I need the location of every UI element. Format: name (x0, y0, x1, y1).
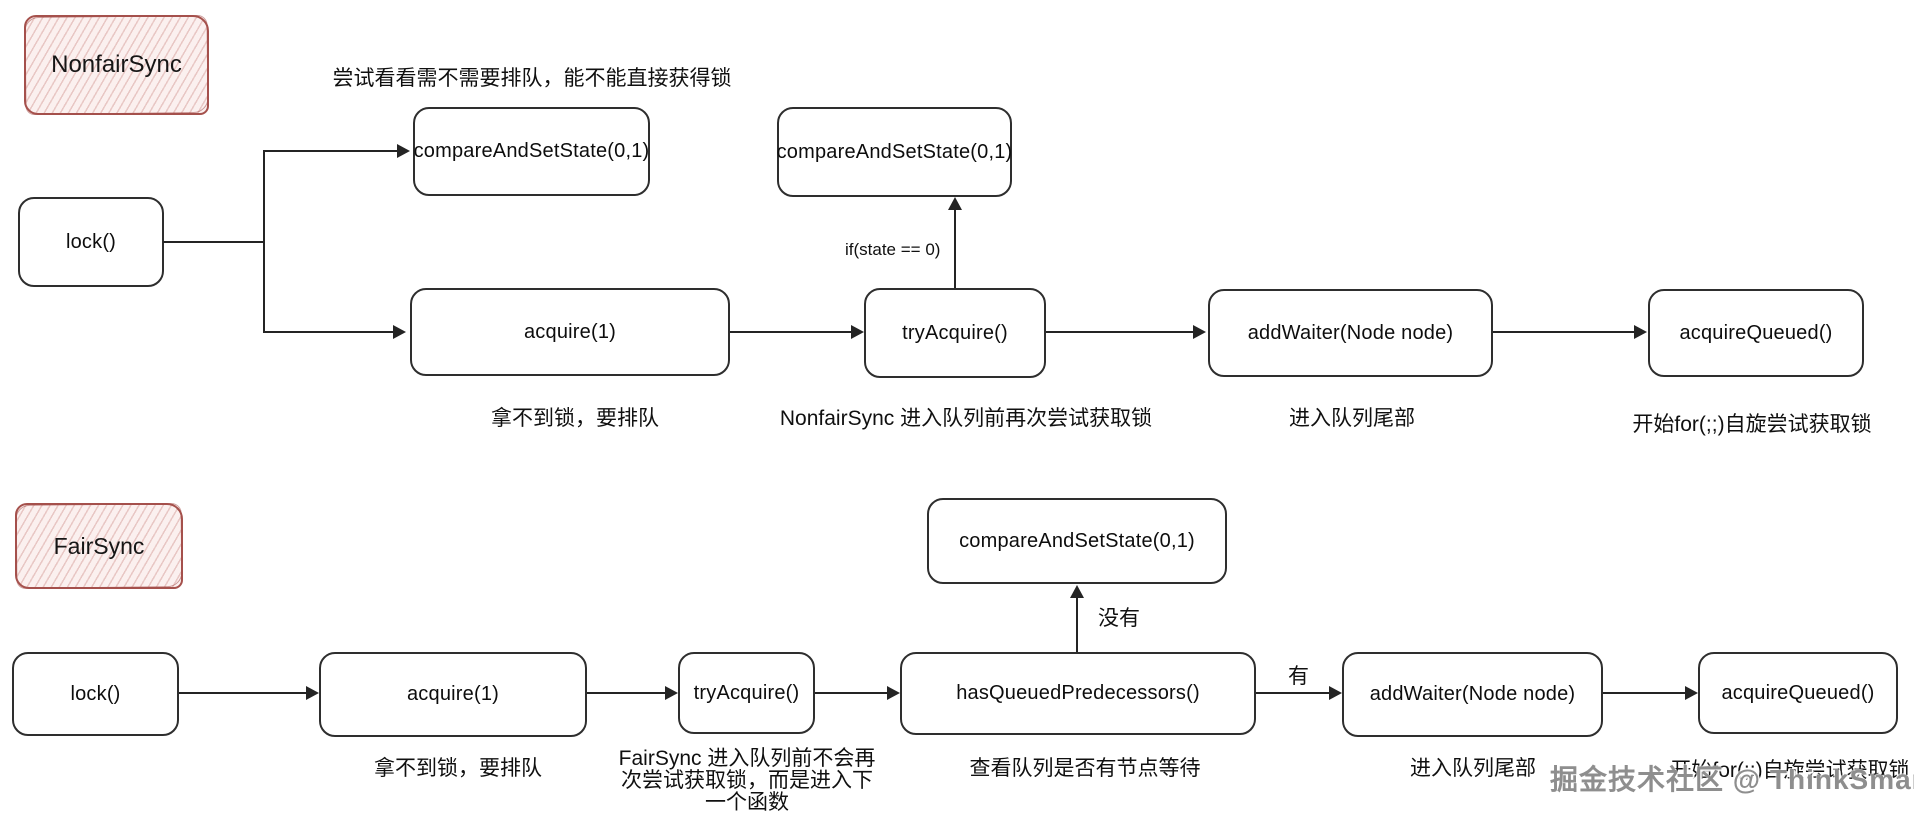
note-fair-tryacquire: FairSync 进入队列前不会再 次尝试获取锁，而是进入下 一个函数 (619, 748, 876, 814)
note-fair-hasqueued: 查看队列是否有节点等待 (969, 757, 1201, 780)
node-nonfair-cas-retry: compareAndSetState(0,1) (777, 107, 1012, 197)
node-fair-acquirequeued: acquireQueued() (1698, 652, 1898, 734)
edge-fair-acquire-tryacquire (587, 692, 665, 694)
node-nonfair-addwaiter: addWaiter(Node node) (1208, 289, 1493, 377)
edge-addwaiter-acquirequeued (1493, 331, 1634, 333)
edge-fair-lock-acquire (179, 692, 306, 694)
arrowhead-fair-acquire-icon (306, 686, 319, 700)
edge-fair-hasqueued-cas (1076, 598, 1078, 652)
edge-fair-addwaiter-acquirequeued (1603, 692, 1685, 694)
note-fair-tryacquire-line1: FairSync 进入队列前不会再 (618, 747, 876, 770)
edge-branch-to-cas (263, 150, 397, 152)
node-nonfair-lock-label: lock() (65, 230, 117, 253)
note-fair-tryacquire-line2: 次尝试获取锁，而是进入下 (621, 769, 873, 792)
edge-label-no: 没有 (1098, 607, 1140, 630)
node-fair-lock-label: lock() (70, 682, 121, 705)
edge-branch-to-acquire (263, 331, 393, 333)
note-fair-tryacquire-line3: 一个函数 (705, 791, 789, 814)
node-nonfair-cas-direct-label: compareAndSetState(0,1) (413, 140, 650, 162)
node-nonfair-addwaiter-label: addWaiter(Node node) (1247, 321, 1454, 344)
node-nonfair-acquirequeued-label: acquireQueued() (1679, 321, 1833, 344)
node-fair-acquirequeued-label: acquireQueued() (1721, 681, 1875, 704)
arrowhead-fair-acquirequeued-icon (1685, 686, 1698, 700)
node-fair-lock: lock() (12, 652, 179, 736)
note-fair-acquire: 拿不到锁，要排队 (374, 757, 542, 780)
watermark: 掘金技术社区 @ ThinkSmart (1550, 764, 1914, 795)
note-nonfair-acquirequeued: 开始for(;;)自旋尝试获取锁 (1632, 413, 1872, 436)
fairsync-tag-label: FairSync (53, 532, 145, 559)
note-nonfair-tryacquire: NonfairSync 进入队列前再次尝试获取锁 (779, 407, 1153, 430)
note-nonfair-addwaiter: 进入队列尾部 (1289, 407, 1415, 430)
arrowhead-acquirequeued-icon (1634, 325, 1647, 339)
arrowhead-fair-tryacquire-icon (665, 686, 678, 700)
node-fair-acquire-label: acquire(1) (406, 683, 500, 705)
node-fair-cas: compareAndSetState(0,1) (927, 498, 1227, 584)
arrowhead-tryacquire-icon (851, 325, 864, 339)
edge-label-if-state: if(state == 0) (845, 240, 941, 259)
edge-label-yes: 有 (1288, 665, 1309, 688)
node-nonfair-tryacquire-label: tryAcquire() (902, 321, 1008, 344)
node-nonfair-cas-direct: compareAndSetState(0,1) (413, 107, 650, 196)
edge-fair-tryacquire-hasqueued (815, 692, 887, 694)
node-nonfair-cas-retry-label: compareAndSetState(0,1) (776, 140, 1013, 163)
node-fair-hasqueued: hasQueuedPredecessors() (900, 652, 1256, 735)
node-nonfair-acquire-label: acquire(1) (523, 320, 617, 343)
node-nonfair-lock: lock() (18, 197, 164, 287)
nonfairsync-tag-label: NonfairSync (51, 51, 182, 78)
edge-branch-vertical (263, 151, 265, 333)
nonfairsync-tag-box: NonfairSync (24, 15, 209, 115)
arrowhead-fair-cas-icon (1070, 585, 1084, 598)
arrowhead-fair-hasqueued-icon (887, 686, 900, 700)
note-try-direct: 尝试看看需不需要排队，能不能直接获得锁 (332, 67, 732, 90)
edge-tryacquire-cas-retry (954, 204, 956, 288)
arrowhead-addwaiter-icon (1193, 325, 1206, 339)
node-nonfair-tryacquire: tryAcquire() (864, 288, 1046, 378)
arrowhead-cas-retry-icon (948, 197, 962, 210)
node-fair-tryacquire-label: tryAcquire() (693, 681, 800, 704)
edge-tryacquire-addwaiter (1046, 331, 1193, 333)
node-fair-addwaiter: addWaiter(Node node) (1342, 652, 1603, 737)
edge-acquire-tryacquire (730, 331, 851, 333)
node-nonfair-acquire: acquire(1) (410, 288, 730, 376)
node-nonfair-acquirequeued: acquireQueued() (1648, 289, 1864, 377)
node-fair-cas-label: compareAndSetState(0,1) (959, 529, 1195, 552)
edge-fair-hasqueued-addwaiter (1256, 692, 1329, 694)
arrowhead-to-acquire-icon (393, 325, 406, 339)
edge-lock-branch (163, 241, 264, 243)
node-fair-tryacquire: tryAcquire() (678, 652, 815, 734)
arrowhead-to-cas-icon (397, 144, 410, 158)
fairsync-tag-box: FairSync (15, 503, 183, 589)
note-nonfair-acquire: 拿不到锁，要排队 (491, 407, 659, 430)
arrowhead-fair-addwaiter-icon (1329, 686, 1342, 700)
node-fair-addwaiter-label: addWaiter(Node node) (1369, 683, 1576, 705)
node-fair-acquire: acquire(1) (319, 652, 587, 737)
node-fair-hasqueued-label: hasQueuedPredecessors() (956, 682, 1200, 704)
note-fair-acquirequeued: 开始for(;;)自旋尝试获取锁 (1670, 759, 1910, 782)
note-fair-addwaiter: 进入队列尾部 (1410, 757, 1536, 780)
